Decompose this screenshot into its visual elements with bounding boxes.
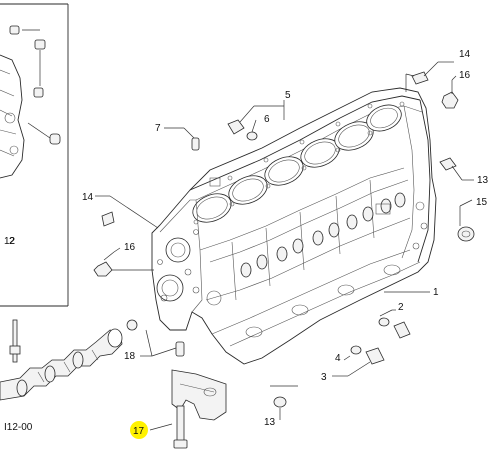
head-bolt-holes bbox=[193, 101, 405, 225]
reference-code: I12-00 bbox=[4, 422, 33, 433]
callout-13-bottom: 13 bbox=[264, 417, 276, 428]
part-plug-5 bbox=[227, 100, 285, 135]
inset-label-2: 2 bbox=[9, 236, 15, 247]
callout-16-top: 16 bbox=[459, 70, 471, 81]
part-plug-14-top bbox=[405, 61, 454, 92]
part-plug-13-right bbox=[439, 157, 474, 181]
callout-14-top: 14 bbox=[459, 49, 471, 60]
part-plug-16-top bbox=[441, 75, 459, 109]
engine-block bbox=[151, 87, 437, 365]
part-plug-16-left bbox=[93, 247, 154, 277]
part-washer-6 bbox=[246, 119, 258, 141]
inset-fitting-top bbox=[9, 25, 61, 145]
part-plug-14-left bbox=[95, 195, 159, 229]
callout-3: 3 bbox=[321, 372, 327, 383]
push-rod-bolt bbox=[9, 319, 21, 363]
cylinder-bores bbox=[192, 104, 402, 223]
part-sleeve-18 bbox=[140, 329, 185, 357]
tappet-bosses bbox=[240, 192, 406, 278]
callout-1: 1 bbox=[433, 287, 439, 298]
callout-13-right: 13 bbox=[477, 175, 489, 186]
callout-5: 5 bbox=[285, 90, 291, 101]
callout-6: 6 bbox=[264, 114, 270, 125]
callout-14-left: 14 bbox=[82, 192, 94, 203]
left-inset-panel: 2 bbox=[0, 3, 69, 307]
callout-7: 7 bbox=[155, 123, 161, 134]
callout-2: 2 bbox=[398, 302, 404, 313]
callout-17: 17 bbox=[133, 426, 145, 437]
part-plug-15 bbox=[457, 199, 475, 242]
callout-12: 12 bbox=[4, 236, 16, 247]
part-plug-3 bbox=[332, 347, 385, 377]
part-washer-4 bbox=[343, 345, 362, 361]
camshaft bbox=[0, 328, 123, 401]
part-bolt-17 bbox=[149, 405, 188, 449]
callout-15: 15 bbox=[476, 197, 488, 208]
part-dowel-7 bbox=[164, 127, 200, 151]
callout-4: 4 bbox=[335, 353, 341, 364]
callout-16-left: 16 bbox=[124, 242, 136, 253]
part-plug-2 bbox=[378, 309, 411, 339]
cam-washer bbox=[126, 319, 138, 331]
part-plug-13-bottom bbox=[270, 385, 298, 420]
callout-17-highlight bbox=[130, 421, 148, 439]
callout-18: 18 bbox=[124, 351, 136, 362]
